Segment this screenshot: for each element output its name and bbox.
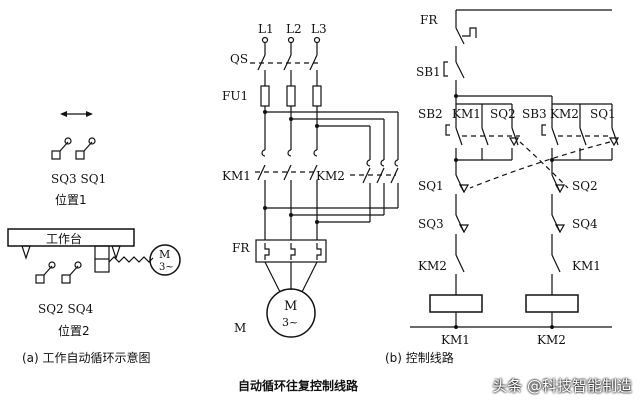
power-motor-m: M xyxy=(284,299,297,314)
fr-power-label: FR xyxy=(232,241,250,255)
m-label: M xyxy=(234,321,246,335)
l1-label: L1 xyxy=(258,22,274,36)
l3-label: L3 xyxy=(311,22,327,36)
sq3-sq1-label: SQ3 SQ1 xyxy=(51,172,106,186)
caption-b: (b) 控制线路 xyxy=(385,350,454,365)
sq2-sq4-label: SQ2 SQ4 xyxy=(38,302,94,316)
km1-interlock-label: KM1 xyxy=(572,259,601,273)
l2-label: L2 xyxy=(286,22,302,36)
limit-switch-bottom-icon xyxy=(35,261,82,284)
sq1-nc-label: SQ1 xyxy=(418,179,444,193)
fr-control-label: FR xyxy=(420,13,438,27)
limit-switch-top-icon xyxy=(51,137,96,160)
qs-label: QS xyxy=(230,52,248,66)
work-table-label: 工作台 xyxy=(46,231,82,246)
coil-km2 xyxy=(525,294,579,313)
motor-phase-label: 3~ xyxy=(159,262,174,273)
sq4-label: SQ4 xyxy=(572,217,598,231)
sq3-label: SQ3 xyxy=(418,217,444,231)
km2-label: KM2 xyxy=(316,169,345,183)
motor-m-label: M xyxy=(159,248,170,261)
sb1-label: SB1 xyxy=(416,65,441,79)
sq1-top-label: SQ1 xyxy=(590,107,616,121)
power-motor-phase: 3~ xyxy=(282,316,298,329)
coil-km2-label: KM2 xyxy=(537,333,566,347)
sb3-label: SB3 xyxy=(522,107,547,121)
double-arrow-icon xyxy=(60,111,93,117)
km1-label: KM1 xyxy=(222,169,251,183)
work-table xyxy=(7,228,135,247)
km2-aux-label: KM2 xyxy=(550,107,579,121)
sb2-label: SB2 xyxy=(418,107,443,121)
sq2-top-label: SQ2 xyxy=(490,107,516,121)
coil-km1-label: KM1 xyxy=(441,333,470,347)
position1-label: 位置1 xyxy=(55,192,87,207)
control-circuit: FR SB1 SB2 KM1 SQ2 SB3 KM2 xyxy=(410,9,620,347)
work-cycle-schematic: SQ3 SQ1 位置1 工作台 M 3~ SQ2 SQ4 位置2 (a) 工作自… xyxy=(7,111,181,365)
km2-interlock-label: KM2 xyxy=(418,259,447,273)
watermark: 头条 @科技智能制造 xyxy=(492,377,632,395)
sq2-nc-label: SQ2 xyxy=(572,179,598,193)
caption-a: (a) 工作自动循环示意图 xyxy=(22,350,151,365)
power-circuit: L1 L2 L3 QS FU1 KM1 xyxy=(222,22,399,338)
power-motor-icon xyxy=(266,288,316,338)
position2-label: 位置2 xyxy=(58,323,90,338)
coil-km1 xyxy=(429,294,483,313)
fu1-label: FU1 xyxy=(222,89,248,103)
km1-aux-label: KM1 xyxy=(452,107,481,121)
motor-icon xyxy=(149,244,181,276)
main-caption: 自动循环往复控制线路 xyxy=(238,378,359,393)
